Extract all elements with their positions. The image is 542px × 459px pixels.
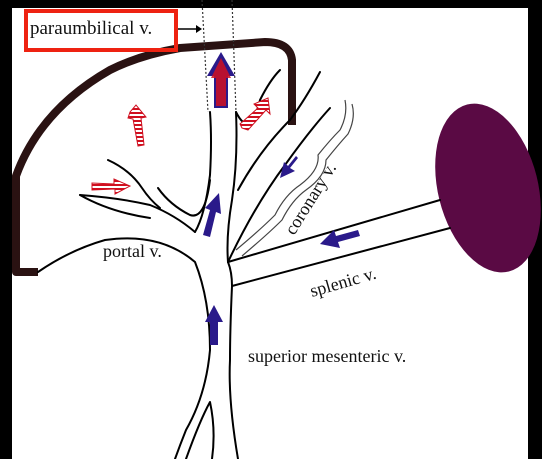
label-portal: portal v.: [103, 241, 162, 261]
label-superior-mesenteric: superior mesenteric v.: [248, 346, 406, 366]
label-paraumbilical: paraumbilical v.: [30, 18, 152, 39]
